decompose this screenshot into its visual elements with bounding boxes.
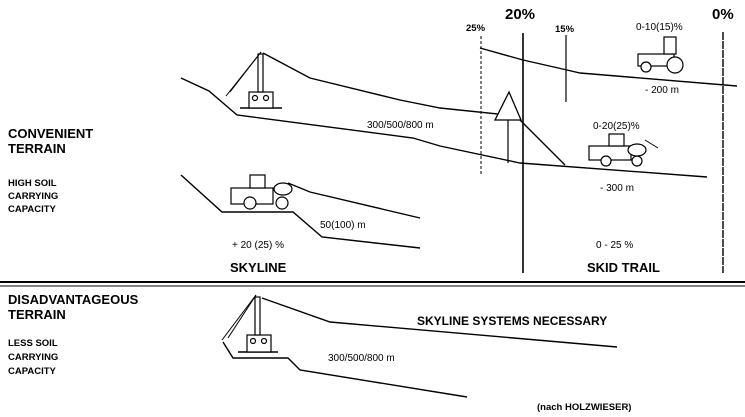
tractor-terrain xyxy=(180,174,421,249)
gradient-25-label: 25% xyxy=(466,23,486,34)
tractor-trail-distance: - 200 m xyxy=(645,85,679,96)
skyline-label: SKYLINE xyxy=(230,260,287,275)
gradient-20-label: 20% xyxy=(505,6,535,23)
tractor-slope: 0-10(15)% xyxy=(636,22,683,33)
convenient-soil-3: CAPACITY xyxy=(8,204,57,215)
skyline-terrain-upper xyxy=(180,77,708,178)
skyline-cable-upper xyxy=(262,52,566,166)
skidder-slope: 0-20(25)% xyxy=(593,121,640,132)
skyline-yarder-lower-icon xyxy=(221,294,278,353)
convenient-soil-1: HIGH SOIL xyxy=(8,178,57,189)
convenient-title-2: TERRAIN xyxy=(8,141,66,156)
skyline-slope: + 20 (25) % xyxy=(232,240,284,251)
convenient-soil-2: CARRYING xyxy=(8,191,58,202)
source-credit: (nach HOLZWIESER) xyxy=(537,402,631,413)
skyline-yarder-icon xyxy=(225,51,282,109)
disadvantageous-title-2: TERRAIN xyxy=(8,307,66,322)
gradient-0-label: 0% xyxy=(712,6,734,23)
skid-trail-label: SKID TRAIL xyxy=(587,260,660,275)
disadvantageous-soil-1: LESS SOIL xyxy=(8,338,58,349)
skidder-icon xyxy=(588,133,659,167)
skidder-with-winch-icon xyxy=(230,174,293,210)
skid-trail-terrain xyxy=(479,47,738,87)
gradient-15-label: 15% xyxy=(555,24,575,35)
disadvantageous-distance: 300/500/800 m xyxy=(328,353,395,364)
skyline-distance: 300/500/800 m xyxy=(367,120,434,131)
tractor-cable xyxy=(287,182,421,219)
convenient-title-1: CONVENIENT xyxy=(8,126,93,141)
tractor-distance: 50(100) m xyxy=(320,220,366,231)
skyline-necessary-note: SKYLINE SYSTEMS NECESSARY xyxy=(417,314,607,328)
disadvantageous-cable xyxy=(261,297,618,348)
skidder-distance: - 300 m xyxy=(600,183,634,194)
disadvantageous-soil-3: CAPACITY xyxy=(8,366,57,377)
disadvantageous-title-1: DISADVANTAGEOUS xyxy=(8,292,139,307)
skid-trail-slope: 0 - 25 % xyxy=(596,240,633,251)
farm-tractor-icon xyxy=(637,36,684,74)
disadvantageous-terrain xyxy=(222,341,468,398)
warning-triangle-icon xyxy=(493,90,522,163)
disadvantageous-soil-2: CARRYING xyxy=(8,352,58,363)
